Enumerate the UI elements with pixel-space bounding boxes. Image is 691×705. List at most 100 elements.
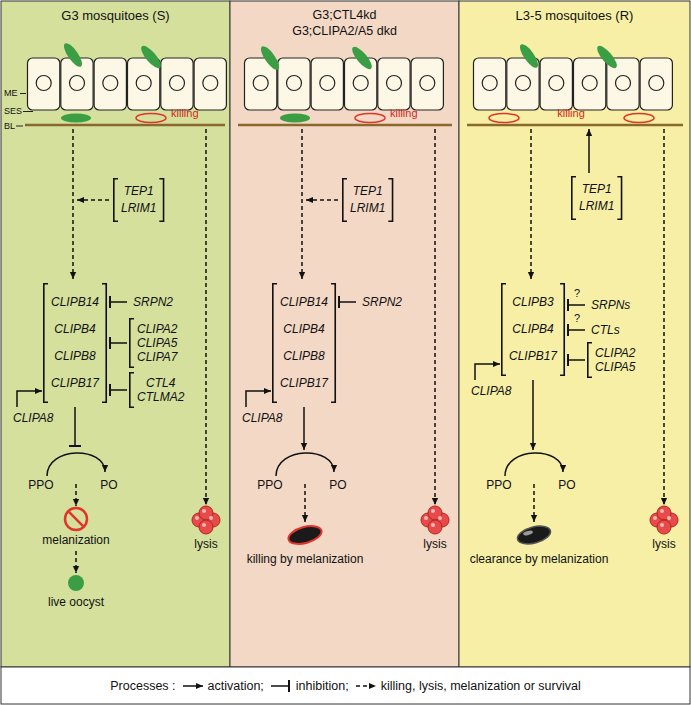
gene-name: CLIPA2 [595,346,635,360]
gene-name: TEP1 [350,183,385,200]
panel-art-knockdown [304,484,306,522]
figure-label: ? [574,312,580,325]
panel-art-resistant [533,484,535,522]
factor-group: TEP1LRIM1 [571,176,622,220]
gene-name: CLIPB4 [51,316,99,343]
bracket-line [572,177,576,219]
panel-art-knockdown [355,114,385,123]
bracket-line [388,179,392,221]
legend-line-sample [356,685,376,687]
panel-art-resistant [624,114,654,123]
panel-art-resistant [516,523,553,547]
panel-art-susceptible [16,41,226,591]
bracket-line [102,284,106,402]
gene-name: CLIPA5 [137,336,177,350]
gene-name: CLIPB4 [280,316,328,343]
figure-label: BL [4,121,15,132]
factor-group: CTL4CTLMA2 [129,372,188,408]
label-holder: SES [4,106,22,117]
panel-art-susceptible [16,126,23,127]
figure-label: killing [171,107,199,120]
label-holder: lysis [423,537,446,551]
panel-art-knockdown [258,44,282,73]
label-holder: PO [329,478,346,492]
panel-art-resistant [650,506,678,534]
bracket-line [44,284,48,402]
bracket-line [617,177,621,219]
figure-label: killing [557,107,585,120]
factor-group: CLIPB3CLIPB4CLIPB17 [501,283,565,376]
gene-name: CLIPA8 [13,410,53,426]
gene-name: CTLMA2 [137,390,184,404]
label-holder: PPO [28,478,53,492]
panel-art-resistant [530,129,532,279]
figure-label: lysis [423,537,446,551]
activation-arrow [246,391,271,407]
factor-label: CLIPA8 [238,408,286,428]
factor-label: CTLs [587,320,624,340]
panel-art-susceptible [28,58,227,110]
factor-label: CLIPA8 [467,381,515,401]
factor-group: TEP1LRIM1 [113,178,164,222]
label-holder: lysis [194,537,217,551]
panel-art-susceptible [61,114,91,123]
figure-label: SES [4,106,22,117]
panel-heading: G3;CLIPA2/A5 dkd [230,23,459,39]
panel-art-susceptible [192,506,220,534]
panel-art-resistant [517,42,541,71]
panel-art-susceptible [75,551,77,573]
bracket-line [343,179,347,221]
label-holder: lysis [652,537,675,551]
factor-group: TEP1LRIM1 [342,178,393,222]
bracket-line [130,373,134,407]
legend-sample [269,679,293,693]
panel-heading: G3 mosquitoes (S) [1,7,230,24]
label-holder: killing by melanization [247,552,364,566]
legend-entry: inhibition; [269,679,349,693]
panel-art-knockdown [349,44,375,72]
gene-name: CTLs [591,322,620,338]
gene-name: CLIPB17 [509,343,557,370]
gene-name: CLIPB17 [280,370,328,397]
label-holder: BL [4,121,15,132]
figure-label: live oocyst [48,595,104,609]
bracket-line [273,284,277,402]
panel-art-resistant [467,124,683,127]
figure-label: PO [100,478,117,492]
gene-name: CLIPB8 [280,343,328,370]
legend-sample [354,679,378,693]
legend-text: killing, lysis, melanization or survival [381,679,581,693]
bracket-line [588,343,592,377]
mosquito-panel: L3-5 mosquitoes (R)TEP1LRIM1CLIPB3CLIPB4… [459,0,690,667]
figure-label: ME [4,88,18,99]
inhibition-line [568,304,585,306]
figure-label: PO [329,478,346,492]
gene-name: CLIPA8 [242,410,282,426]
label-holder: PO [558,478,575,492]
panel-art-susceptible [23,111,33,112]
gene-name: LRIM1 [579,198,614,215]
gene-name: CTL4 [137,376,184,390]
panel-art-knockdown [287,523,324,547]
panel-heading: G3;CTL4kd [230,7,459,23]
label-holder: killing [390,107,418,120]
panel-art-resistant [467,42,683,547]
gene-name: CLIPB8 [51,343,99,370]
gene-name: CLIPB4 [509,316,557,343]
legend-line-sample [271,685,289,687]
factor-group: CLIPA2CLIPA5CLIPA7 [129,318,181,368]
bracket-line [159,179,163,221]
inhibition-line [110,301,127,303]
figure-label: killing by melanization [247,552,364,566]
panel-art-resistant [489,114,519,123]
panel-art-knockdown [301,129,303,279]
figure-label: killing [390,107,418,120]
gene-name: TEP1 [121,183,156,200]
panel-art-susceptible [65,508,87,530]
panel-art-resistant [474,58,673,110]
gene-name: CLIPA2 [137,322,177,336]
panel-art-susceptible [72,129,74,279]
panel-grounds [1,1,230,667]
